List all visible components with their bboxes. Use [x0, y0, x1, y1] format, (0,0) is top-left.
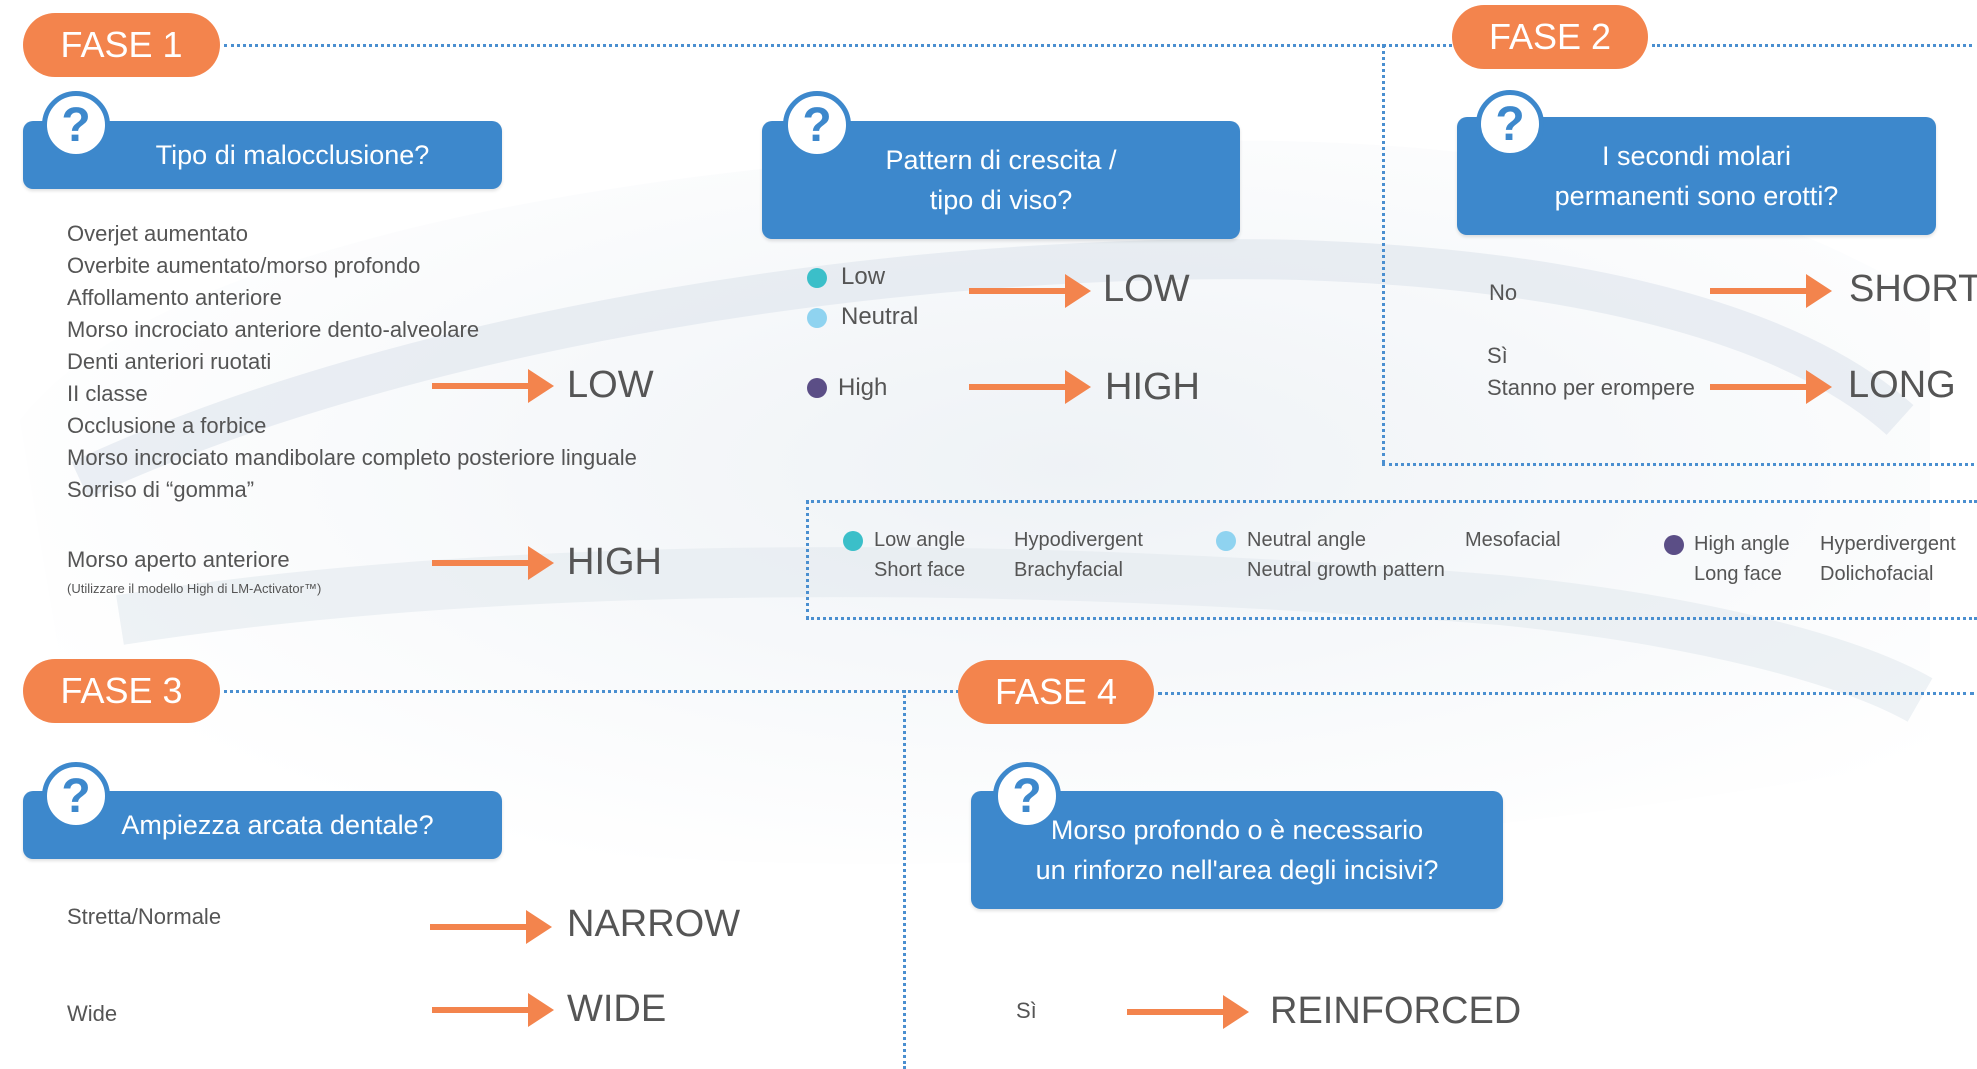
- growth-question-line2: tipo di viso?: [929, 185, 1073, 215]
- phase1-result-low: LOW: [567, 364, 654, 406]
- phase2-si: Sì: [1487, 343, 1508, 368]
- phase4-question-box: Morso profondo o è necessario un rinforz…: [971, 791, 1503, 909]
- list-item: Denti anteriori ruotati: [67, 349, 272, 374]
- phase4-divider: [1158, 692, 1974, 695]
- list-item: Occlusione a forbice: [67, 413, 267, 438]
- legend-neutral-angle: Neutral angle: [1247, 529, 1366, 551]
- phase4-pill: FASE 4: [958, 660, 1154, 724]
- arrow-icon: [432, 546, 554, 580]
- growth-neutral-label: Neutral: [841, 303, 919, 330]
- facial-type-legend: [806, 500, 1977, 620]
- legend-mesofacial: Mesofacial: [1465, 529, 1561, 551]
- phase1-open-bite: Morso aperto anteriore: [67, 547, 290, 572]
- phase1-malocclusion-list: Overjet aumentato Overbite aumentato/mor…: [67, 218, 637, 506]
- list-item: Overjet aumentato: [67, 221, 248, 246]
- list-item: Morso incrociato mandibolare completo po…: [67, 445, 637, 470]
- phase1-divider: [224, 44, 1464, 47]
- list-item: Overbite aumentato/morso profondo: [67, 253, 421, 278]
- high-dot-icon: [807, 378, 827, 398]
- legend-hyperdivergent: Hyperdivergent: [1820, 533, 1956, 555]
- high-dot-icon: [1664, 535, 1684, 555]
- arrow-icon: [1127, 995, 1249, 1029]
- phase3-result-wide: WIDE: [567, 988, 667, 1030]
- phase4-question-line1: Morso profondo o è necessario: [1050, 815, 1424, 845]
- growth-result-low: LOW: [1103, 268, 1190, 310]
- question-icon: ?: [42, 91, 110, 159]
- phase2-bottom-divider: [1382, 463, 1974, 466]
- phase2-result-short: SHORT: [1849, 268, 1977, 310]
- legend-neutral-growth: Neutral growth pattern: [1247, 559, 1445, 581]
- phase4-result-reinforced: REINFORCED: [1270, 990, 1522, 1032]
- list-item: Sorriso di “gomma”: [67, 477, 255, 502]
- question-icon: ?: [783, 91, 851, 159]
- phase2-divider: [1652, 44, 1972, 47]
- phase3-result-narrow: NARROW: [567, 903, 741, 945]
- legend-brachyfacial: Brachyfacial: [1014, 559, 1123, 581]
- list-item: Affollamento anteriore: [67, 285, 282, 310]
- neutral-dot-icon: [1216, 531, 1236, 551]
- list-item: II classe: [67, 381, 148, 406]
- phase3-wide-input: Wide: [67, 1001, 118, 1026]
- arrow-icon: [432, 369, 554, 403]
- legend-long-face: Long face: [1694, 563, 1782, 585]
- growth-question-line1: Pattern di crescita /: [885, 145, 1117, 175]
- phase1-open-bite-note: (Utilizzare il modello High di LM-Activa…: [67, 581, 322, 596]
- phase2-question-line1: I secondi molari: [1601, 141, 1792, 171]
- arrow-icon: [1710, 274, 1832, 308]
- phase1-pill: FASE 1: [23, 13, 220, 77]
- phase2-left-divider: [1382, 44, 1385, 464]
- growth-low-label: Low: [841, 263, 886, 290]
- legend-hypodivergent: Hypodivergent: [1014, 529, 1143, 551]
- question-icon: ?: [993, 762, 1061, 830]
- phase3-narrow-input: Stretta/Normale: [67, 904, 222, 929]
- phase1-result-high: HIGH: [567, 541, 662, 583]
- phase2-erupting: Stanno per erompere: [1487, 375, 1695, 400]
- question-icon: ?: [1476, 90, 1544, 158]
- list-item: Morso incrociato anteriore dento-alveola…: [67, 317, 480, 342]
- phase1-question: Tipo di malocclusione?: [155, 140, 430, 170]
- arrow-icon: [969, 370, 1091, 404]
- legend-short-face: Short face: [874, 559, 966, 581]
- low-dot-icon: [807, 268, 827, 288]
- question-icon: ?: [42, 762, 110, 830]
- growth-high-label: High: [838, 374, 888, 401]
- phase4-si: Sì: [1016, 998, 1037, 1023]
- arrow-icon: [1710, 370, 1832, 404]
- phase2-result-long: LONG: [1848, 364, 1956, 406]
- phase3-right-divider: [903, 690, 906, 1069]
- growth-question-box: Pattern di crescita / tipo di viso?: [762, 121, 1240, 239]
- low-dot-icon: [843, 531, 863, 551]
- phase3-pill: FASE 3: [23, 659, 220, 723]
- phase3-question: Ampiezza arcata dentale?: [121, 810, 434, 840]
- phase4-question-line2: un rinforzo nell'area degli incisivi?: [1035, 855, 1439, 885]
- phase3-divider: [224, 690, 959, 693]
- legend-high-angle: High angle: [1694, 533, 1790, 555]
- phase2-pill: FASE 2: [1452, 5, 1648, 69]
- phase2-no: No: [1489, 280, 1518, 305]
- phase2-question-line2: permanenti sono erotti?: [1554, 181, 1839, 211]
- growth-result-high: HIGH: [1105, 366, 1200, 408]
- neutral-dot-icon: [807, 308, 827, 328]
- arrow-icon: [969, 274, 1091, 308]
- legend-low-angle: Low angle: [874, 529, 966, 551]
- arrow-icon: [430, 910, 552, 944]
- arrow-icon: [432, 993, 554, 1027]
- legend-dolichofacial: Dolichofacial: [1820, 563, 1934, 585]
